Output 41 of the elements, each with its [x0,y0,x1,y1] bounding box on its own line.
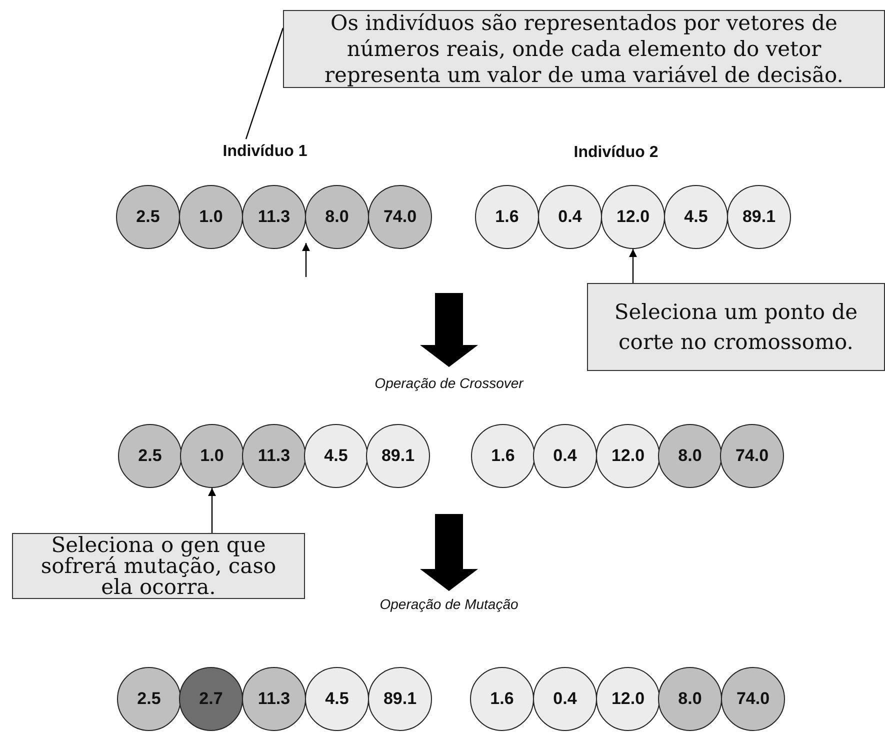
gene-circle: 0.4 [538,185,602,249]
gene-circle: 1.0 [180,424,244,488]
gene-circle: 89.1 [366,424,430,488]
gene-circle: 2.5 [118,424,182,488]
gene-circle: 12.0 [596,424,660,488]
gene-circle: 1.0 [179,185,243,249]
leader-line [245,28,284,140]
gene-circle: 74.0 [368,185,432,249]
gene-circle: 2.5 [117,667,181,731]
gene-circle: 12.0 [596,667,660,731]
callout-box: Seleciona um ponto de corte no cromossomo. [587,283,885,371]
gene-circle: 8.0 [658,667,722,731]
gene-circle: 1.6 [470,667,534,731]
operation-caption: Operação de Mutação [380,596,518,612]
individual-label: Indivíduo 1 [205,143,325,165]
gene-circle: 2.5 [116,185,180,249]
gene-circle: 74.0 [721,667,785,731]
callout-box: Os indivíduos são representados por vetores de números reais, onde cada elemento do vetor representa um valor de uma variável de decisão. [283,10,885,88]
gene-circle: 1.6 [475,185,539,249]
gene-circle: 2.7 [179,667,243,731]
operation-caption: Operação de Crossover [374,375,524,391]
arrow [208,488,216,533]
gene-circle: 8.0 [305,185,369,249]
arrow [629,249,637,283]
gene-circle: 1.6 [471,424,535,488]
gene-circle: 0.4 [533,667,597,731]
gene-circle: 0.4 [533,424,597,488]
callout-box: Seleciona o gen que sofrerá mutação, caso ela ocorra. [12,533,305,599]
gene-circle: 4.5 [664,185,728,249]
arrow [302,243,310,277]
gene-circle: 4.5 [305,667,369,731]
gene-circle: 89.1 [368,667,432,731]
gene-circle: 4.5 [304,424,368,488]
gene-circle: 8.0 [658,424,722,488]
gene-circle: 12.0 [601,185,665,249]
gene-circle: 11.3 [242,424,306,488]
individual-label: Indivíduo 2 [574,144,658,162]
gene-circle: 74.0 [720,424,784,488]
gene-circle: 11.3 [242,667,306,731]
gene-circle: 89.1 [727,185,791,249]
gene-circle: 11.3 [242,185,306,249]
